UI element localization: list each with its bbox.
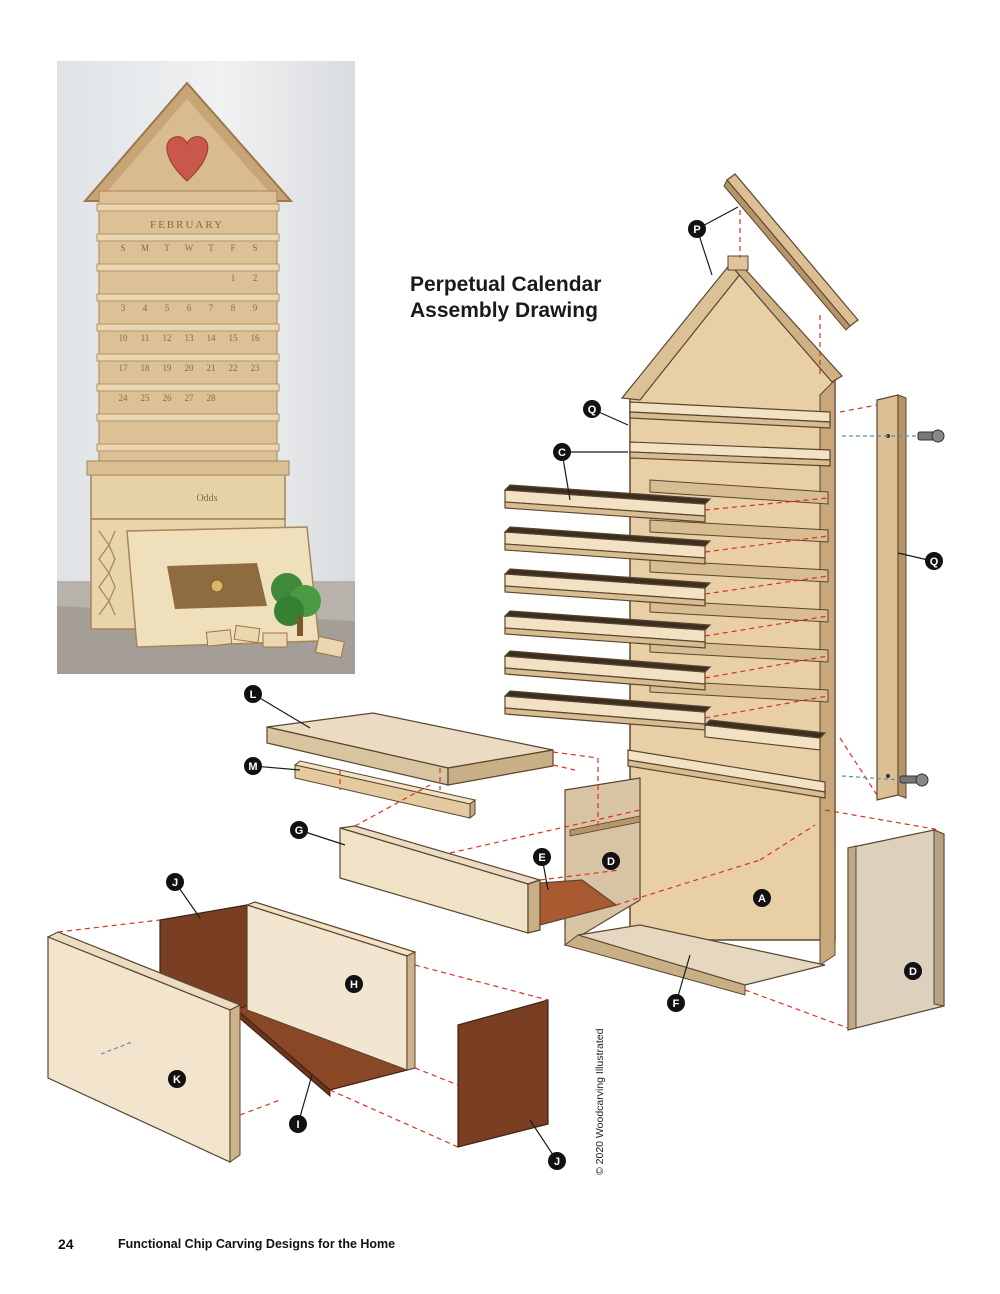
callout-label: P <box>693 224 700 236</box>
photo-tile-text: 12 <box>163 333 172 343</box>
callout-i: I <box>289 1115 307 1133</box>
photo-tile-text: 17 <box>119 363 129 373</box>
photo-tile-text: 20 <box>185 363 195 373</box>
part-q-side-strip <box>876 394 899 801</box>
photo-tile-text: S <box>120 243 125 253</box>
callout-label: M <box>248 761 257 773</box>
photo-tile-text: M <box>141 243 149 253</box>
part-d-outer-side <box>847 829 945 1031</box>
photo-tile-text: T <box>208 243 214 253</box>
photo-tile-text: 11 <box>141 333 150 343</box>
callout-g: G <box>290 821 308 839</box>
photo-tile-text: 10 <box>119 333 129 343</box>
photo-tile-text: 23 <box>251 363 261 373</box>
callout-j-bottom: J <box>548 1152 566 1170</box>
callout-label: L <box>250 689 257 701</box>
photo-banner-text: FEBRUARY <box>150 219 224 231</box>
callout-h: H <box>345 975 363 993</box>
assembly-lines <box>57 210 941 1148</box>
callout-label: I <box>296 1119 299 1131</box>
photo-tile-text: 15 <box>229 333 239 343</box>
photo-tile-text: 2 <box>253 273 258 283</box>
callout-d-inner: D <box>602 852 620 870</box>
photo-tile-text: 16 <box>251 333 261 343</box>
photo-drawer-text: Odds <box>196 493 217 504</box>
photo-tile-text: 26 <box>163 393 173 403</box>
photo-tile-text: 1 <box>231 273 236 283</box>
callout-q-side: Q <box>925 552 943 570</box>
photo-tile-text: W <box>185 243 194 253</box>
leader-lines <box>174 206 929 1162</box>
photo-tile-text: 8 <box>231 303 236 313</box>
callout-label: J <box>554 1156 560 1168</box>
photo-tile-text: 21 <box>207 363 216 373</box>
photo-tile-text: 6 <box>187 303 192 313</box>
photo-tile-text: 28 <box>207 393 217 403</box>
book-title: Functional Chip Carving Designs for the … <box>118 1237 396 1251</box>
callout-label: J <box>172 877 178 889</box>
callout-j-top: J <box>166 873 184 891</box>
photo-tile-text: 25 <box>141 393 151 403</box>
callout-a: A <box>753 889 771 907</box>
callout-q-front: Q <box>583 400 601 418</box>
callout-m: M <box>244 757 262 775</box>
photo-tile-text: 5 <box>165 303 170 313</box>
photo-tile-text: 18 <box>141 363 151 373</box>
title-line-2: Assembly Drawing <box>410 299 598 322</box>
callout-c: C <box>553 443 571 461</box>
callout-label: E <box>538 852 545 864</box>
photo-tile-text: S <box>252 243 257 253</box>
callout-label: K <box>173 1074 181 1086</box>
photo-tile-text: 13 <box>185 333 195 343</box>
photo-tile-text: 4 <box>143 303 148 313</box>
callout-k: K <box>168 1070 186 1088</box>
photo-tile-text: 14 <box>207 333 217 343</box>
screw-lines <box>100 435 918 1055</box>
copyright-notice: © 2020 Woodcarving Illustrated <box>594 1028 606 1175</box>
callout-e: E <box>533 848 551 866</box>
part-j-end <box>457 999 549 1148</box>
photo-tile-text: T <box>164 243 170 253</box>
page-number: 24 <box>58 1236 74 1252</box>
title-line-1: Perpetual Calendar <box>410 273 602 296</box>
callout-label: Q <box>588 404 597 416</box>
callout-l: L <box>244 685 262 703</box>
callout-label: D <box>909 966 917 978</box>
photo-tile-text: 24 <box>119 393 129 403</box>
photo-tile-text: 27 <box>185 393 195 403</box>
photo-tile-text: F <box>230 243 235 253</box>
photo-tile-text: 7 <box>209 303 214 313</box>
photo-tile-text: 3 <box>121 303 126 313</box>
callout-label: D <box>607 856 615 868</box>
part-callouts: P Q C Q L M G E D A D F J H K I J <box>166 220 943 1170</box>
photo-tile-text: 22 <box>229 363 238 373</box>
drawing-title: Perpetual Calendar Assembly Drawing <box>410 272 601 324</box>
callout-label: A <box>758 893 766 905</box>
photo-tile-text: 19 <box>163 363 173 373</box>
callout-label: Q <box>930 556 939 568</box>
callout-d-outer: D <box>904 962 922 980</box>
callout-p: P <box>688 220 706 238</box>
photo-tile-text: 9 <box>253 303 258 313</box>
callout-f: F <box>667 994 685 1012</box>
part-c-rails <box>503 484 827 751</box>
callout-label: F <box>673 998 680 1010</box>
callout-label: H <box>350 979 358 991</box>
callout-label: G <box>295 825 304 837</box>
callout-label: C <box>558 447 566 459</box>
